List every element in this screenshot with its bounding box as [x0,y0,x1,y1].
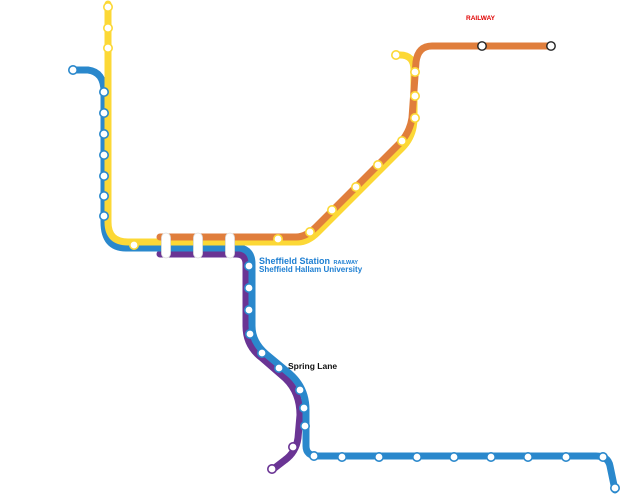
stop-marker[interactable] [299,420,310,431]
stop-marker[interactable] [373,451,384,462]
stop-marker[interactable] [103,2,114,12]
stop-marker[interactable] [390,49,401,60]
stop-marker[interactable] [272,234,283,245]
stop-marker[interactable] [99,129,110,140]
interchange-station-marker[interactable] [193,232,203,259]
stop-marker[interactable] [522,451,533,462]
stop-marker[interactable] [409,67,420,78]
stop-marker[interactable] [129,240,140,251]
railway-label-top: RAILWAY [466,15,496,22]
railway-stop-marker[interactable] [546,41,556,51]
stop-marker[interactable] [560,451,571,462]
sheffield-railway-tag: RAILWAY [334,260,359,266]
interchange-station-marker[interactable] [225,232,235,259]
stop-marker[interactable] [409,91,420,102]
stop-marker[interactable] [103,42,114,53]
railway-stops [477,41,556,51]
stop-marker[interactable] [609,482,620,493]
stop-marker[interactable] [372,160,383,171]
railway-stop-marker[interactable] [477,41,487,51]
stop-marker[interactable] [245,328,256,339]
stop-marker[interactable] [308,450,319,461]
stop-marker[interactable] [244,304,255,315]
stop-marker[interactable] [273,362,284,373]
stop-marker[interactable] [256,347,267,358]
sheffield-station-label[interactable]: Sheffield Station RAILWAY [259,256,358,266]
stop-marker[interactable] [244,260,255,271]
yellow-line-route[interactable] [104,0,418,246]
stop-marker[interactable] [294,384,305,395]
stop-marker[interactable] [103,22,114,33]
stop-marker[interactable] [266,463,277,474]
stop-marker[interactable] [304,227,315,238]
stop-marker[interactable] [99,150,110,161]
sheffield-station-name: Sheffield Station [259,256,330,266]
spring-lane-label[interactable]: Spring Lane [288,361,337,371]
stop-marker[interactable] [287,441,298,452]
stop-marker[interactable] [485,451,496,462]
stop-marker[interactable] [298,402,309,413]
stop-marker[interactable] [68,65,79,76]
blue-line-route[interactable] [69,66,619,494]
interchange-station-marker[interactable] [161,232,171,259]
stop-marker[interactable] [99,211,110,222]
stop-marker[interactable] [597,451,608,462]
stop-marker[interactable] [350,182,361,193]
stop-marker[interactable] [396,136,407,147]
sheffield-hallam-label[interactable]: Sheffield Hallam University [259,265,363,274]
stop-marker[interactable] [448,451,459,462]
stop-marker[interactable] [99,191,110,202]
stop-marker[interactable] [244,282,255,293]
stop-marker[interactable] [326,205,337,216]
stop-marker[interactable] [99,108,110,119]
interchange-stations [161,232,235,259]
stop-marker[interactable] [99,87,110,98]
stop-marker[interactable] [409,113,420,124]
yellow-line-stops [103,2,420,251]
purple-line-stops [266,441,298,474]
stop-marker[interactable] [411,451,422,462]
orange-line-route[interactable] [156,42,556,241]
blue-line-stops [68,65,620,493]
stop-marker[interactable] [336,451,347,462]
stop-marker[interactable] [99,171,110,182]
